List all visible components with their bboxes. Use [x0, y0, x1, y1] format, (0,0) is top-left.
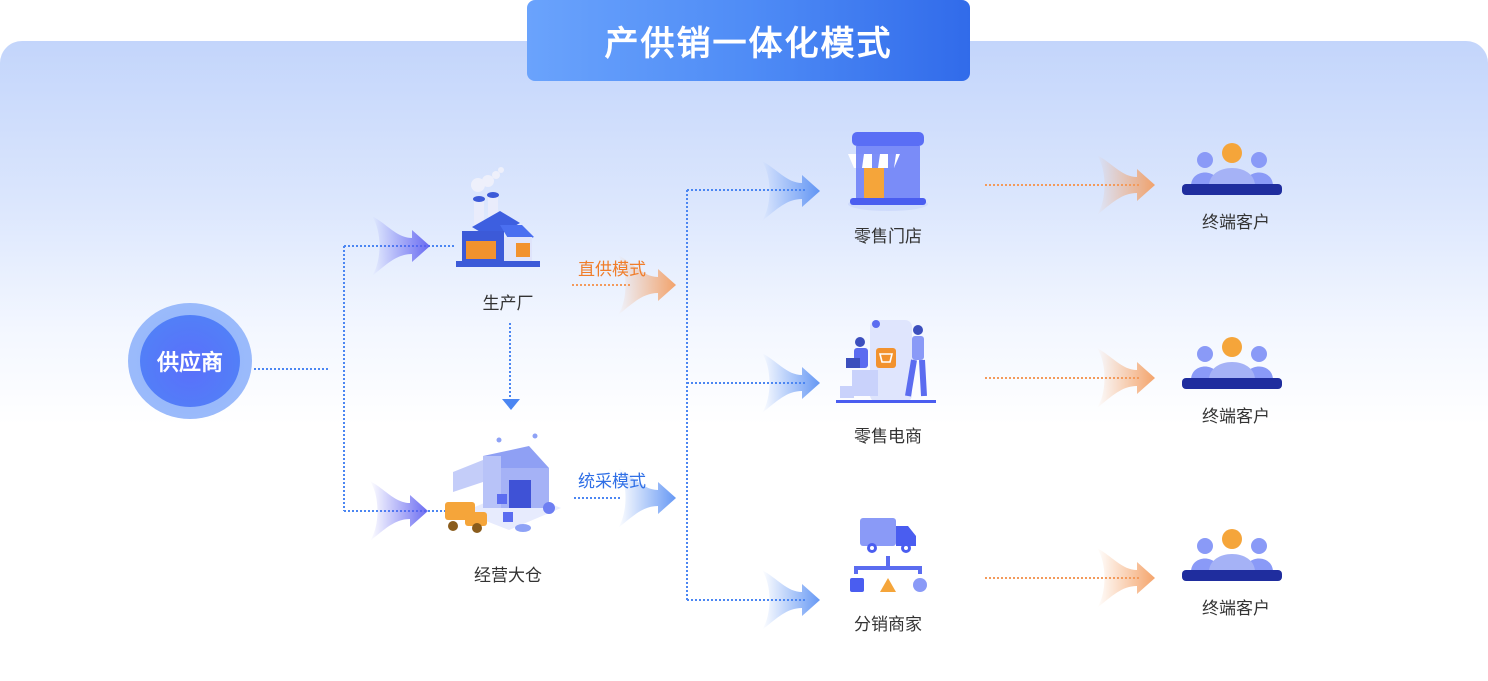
customers-icon [1182, 529, 1282, 581]
retail-ecommerce-label: 零售电商 [854, 427, 922, 447]
swoosh-arrow-store [762, 161, 820, 221]
direct-mode-label: 直供模式 [578, 260, 646, 280]
swoosh-arrow-factory [372, 216, 430, 276]
retail-store-label: 零售门店 [854, 227, 922, 247]
factory-icon [456, 167, 540, 267]
title-banner: 产供销一体化模式 [527, 0, 970, 81]
page-title: 产供销一体化模式 [604, 24, 893, 64]
swoosh-arrow-ecommerce [762, 353, 820, 413]
customer-label-2: 终端客户 [1202, 407, 1270, 427]
customers-icon [1182, 143, 1282, 195]
unified-mode-label: 统采模式 [578, 472, 646, 492]
swoosh-arrow-distributor [762, 570, 820, 630]
customer-label-1: 终端客户 [1202, 213, 1270, 233]
delivery-truck-icon [850, 518, 927, 592]
swoosh-arrow-customer-1 [1097, 155, 1155, 215]
arrow-down-icon [502, 399, 520, 410]
warehouse-icon [445, 433, 561, 533]
supplier-node: 供应商 [128, 303, 252, 419]
customer-label-3: 终端客户 [1202, 599, 1270, 619]
factory-label: 生产厂 [482, 294, 534, 314]
swoosh-arrow-warehouse [370, 481, 428, 541]
distributor-label: 分销商家 [854, 615, 922, 635]
storefront-icon [848, 132, 928, 211]
supplier-label: 供应商 [156, 351, 223, 376]
customers-icon [1182, 337, 1282, 389]
swoosh-arrow-customer-2 [1097, 348, 1155, 408]
ecommerce-icon [836, 320, 936, 403]
swoosh-arrow-customer-3 [1097, 548, 1155, 608]
warehouse-label: 经营大仓 [474, 566, 542, 586]
